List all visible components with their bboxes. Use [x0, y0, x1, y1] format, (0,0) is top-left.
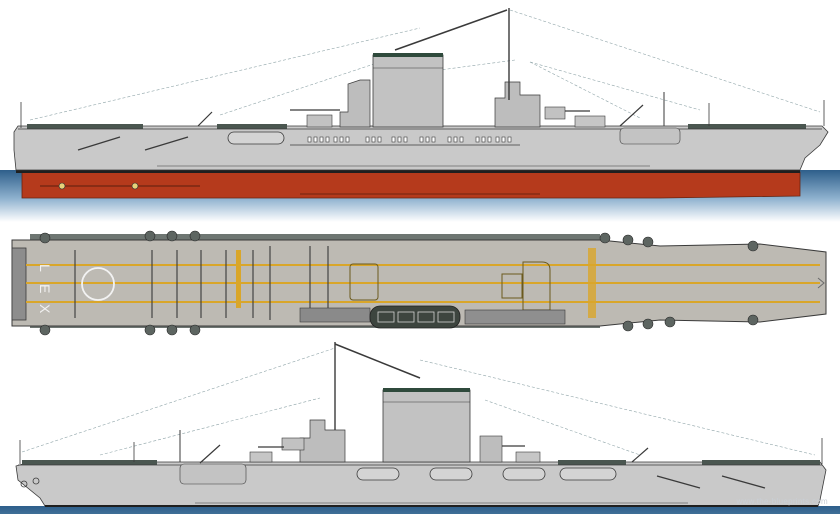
deck-letter-x: X — [37, 304, 53, 314]
funnel — [372, 54, 444, 128]
funnel-top — [369, 305, 461, 329]
hull-grey — [13, 125, 829, 171]
sea-band-bottom — [0, 506, 840, 514]
flight-deck-plan-view: L E X — [0, 222, 840, 342]
deck-letter-e: E — [37, 284, 53, 293]
port-profile-view — [0, 340, 840, 514]
starboard-profile-view — [0, 0, 840, 222]
watermark: www.the-blueprints.com — [736, 497, 828, 506]
hull-grey-port — [15, 461, 827, 507]
rigging-lines — [29, 9, 821, 121]
port-profile-drawing — [0, 342, 840, 514]
flight-deck-plan-drawing: L E X — [0, 222, 840, 342]
starboard-profile-drawing — [0, 8, 840, 222]
gun-tubs — [39, 230, 759, 336]
deck-circle — [81, 267, 115, 301]
boot-topping — [16, 169, 800, 173]
deck-letter-l: L — [37, 264, 53, 272]
funnel-port — [382, 389, 471, 463]
deck-stripes — [26, 264, 820, 303]
arresting-wires — [74, 246, 329, 320]
